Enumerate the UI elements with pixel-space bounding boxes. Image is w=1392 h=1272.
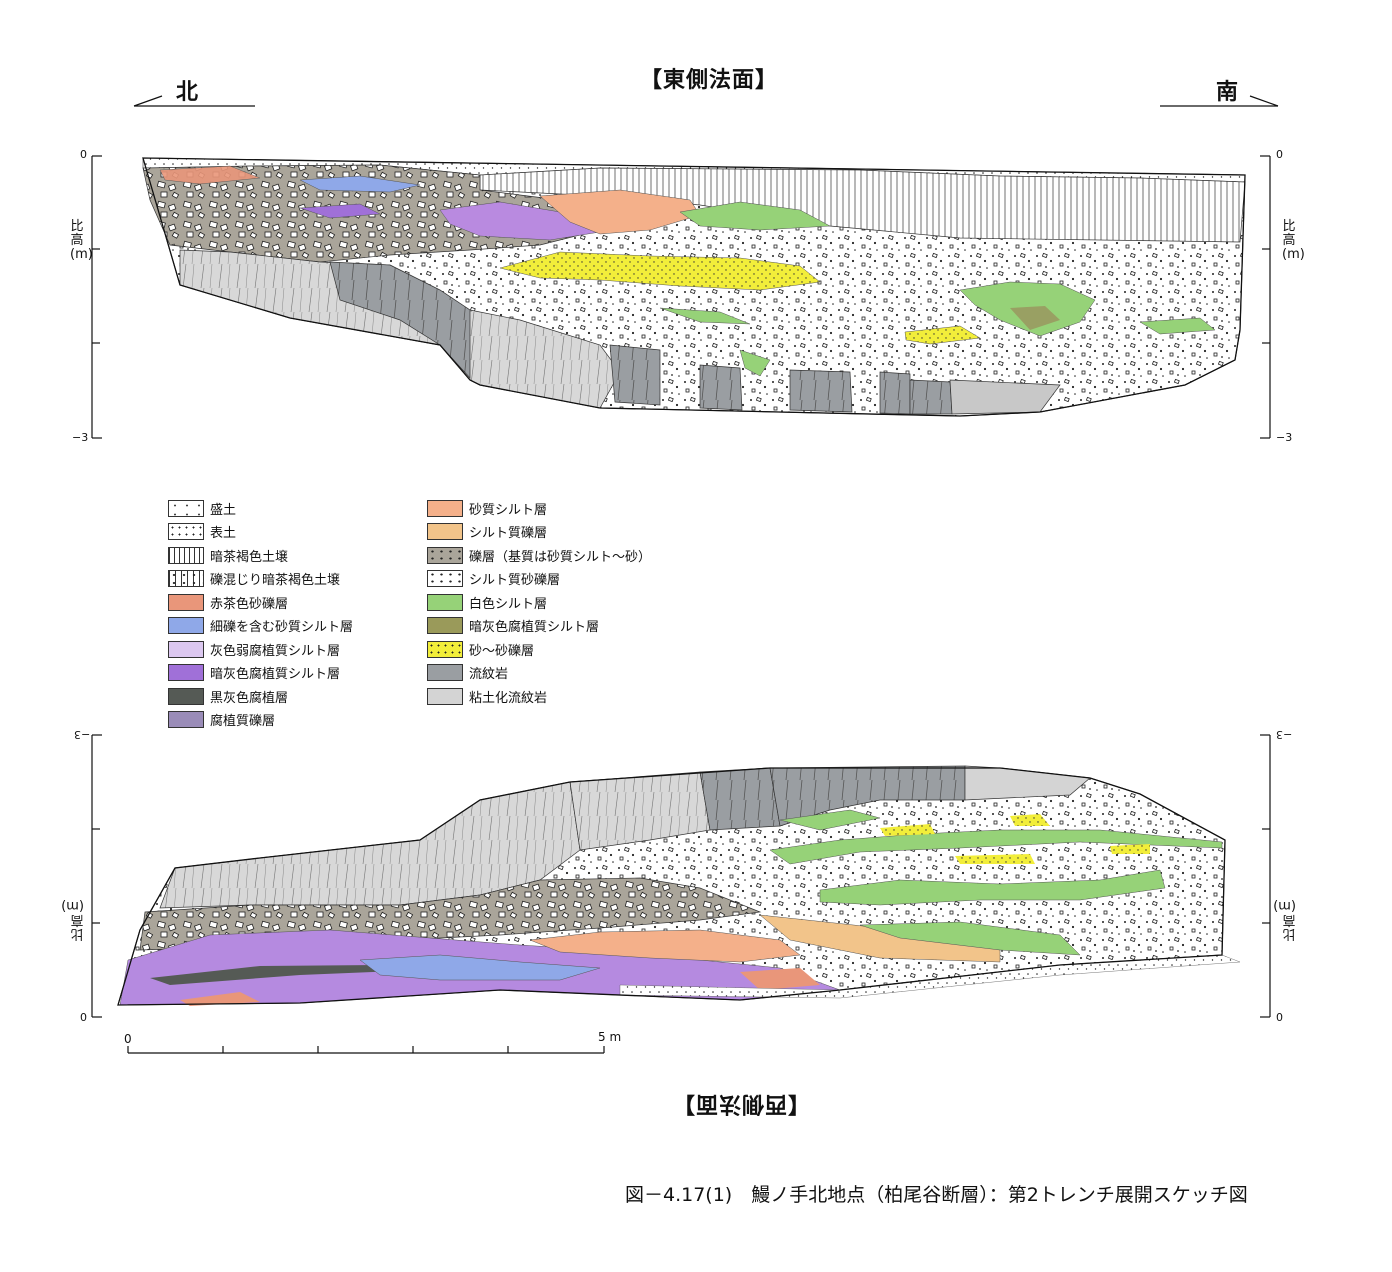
scale-label-end: 5 m [598,1030,622,1044]
legend-label: 礫混じり暗茶褐色土壌 [210,573,341,588]
legend-item: 礫層（基質は砂質シルト～砂） [427,546,652,565]
legend-item: シルト質砂礫層 [427,570,560,588]
east-face-section [142,157,1246,417]
legend-item: 白色シルト層 [427,593,548,612]
legend-label: 黒灰色腐植層 [210,690,289,706]
legend-item: 灰色弱腐植質シルト層 [168,640,341,659]
legend-item: 赤茶色砂礫層 [168,593,289,612]
legend-swatch [168,711,204,728]
legend-label: 白色シルト層 [469,596,548,612]
scale-label-start: 0 [124,1032,132,1046]
legend-item: 細礫を含む砂質シルト層 [168,617,353,635]
legend-label: 灰色弱腐植質シルト層 [210,643,341,659]
legend-swatch [168,570,204,587]
east-left-tick-bottom: −3 [72,431,89,444]
legend-item: 黒灰色腐植層 [168,687,289,706]
west-right-axis-title: 比高(m) [1273,898,1296,941]
legend-item: 砂～砂礫層 [427,640,535,659]
legend-label: シルト質礫層 [469,526,548,541]
legend-item: 暗茶褐色土壌 [168,546,289,565]
legend-swatch [427,499,463,517]
west-left-tick-top: −3 [74,728,91,741]
legend-swatch [168,546,204,564]
west-left-axis-title: 比高(m) [61,898,84,941]
east-left-axis-title: 比高(m) [70,219,93,262]
west-face-section [117,765,1241,1006]
legend-swatch [427,523,463,540]
west-right-axis [1260,734,1271,1018]
east-right-tick-top: 0 [1276,148,1283,161]
legend-item: 流紋岩 [427,664,508,682]
legend-item: 腐植質礫層 [168,711,275,729]
legend-label: 細礫を含む砂質シルト層 [210,620,354,635]
legend-label: 表土 [210,526,237,541]
legend-swatch [168,640,204,658]
legend-item: 表土 [168,523,236,541]
legend-label: 砂～砂礫層 [469,643,535,659]
legend-label: 暗灰色腐植質シルト層 [469,620,600,635]
legend-swatch [427,570,463,587]
figure-caption: 図－4.17(1) 鰻ノ手北地点（柏尾谷断層）：第2トレンチ展開スケッチ図 [625,1184,1248,1206]
legend-item: シルト質礫層 [427,523,547,541]
legend-label: 礫層（基質は砂質シルト～砂） [469,549,652,565]
east-left-tick-top: 0 [80,148,87,161]
legend-item: 粘土化流紋岩 [427,687,548,706]
scale-bar [127,1046,605,1054]
legend-label: 暗灰色腐植質シルト層 [210,667,341,682]
legend-swatch [168,664,204,681]
legend-swatch [168,593,204,611]
west-left-tick-bottom: 0 [80,1010,87,1023]
east-right-tick-bottom: −3 [1276,431,1293,444]
legend-label: 盛土 [210,502,237,518]
legend-item: 礫混じり暗茶褐色土壌 [168,570,340,588]
east-left-axis [91,155,102,439]
legend-label: 赤茶色砂礫層 [210,596,289,612]
west-right-tick-top: −3 [1276,728,1293,741]
legend-swatch [427,617,463,634]
legend-label: 粘土化流紋岩 [469,690,548,706]
direction-arrows [133,95,1279,107]
legend-item: 砂質シルト層 [427,499,548,518]
west-right-tick-bottom: 0 [1276,1010,1283,1023]
legend-label: 暗茶褐色土壌 [210,549,289,565]
east-right-axis-title: 比高(m) [1282,219,1305,262]
legend-label: シルト質砂礫層 [469,573,561,588]
legend-swatch [427,687,463,705]
west-left-axis [91,734,102,1018]
legend-item: 暗灰色腐植質シルト層 [168,664,340,682]
legend-swatch [427,546,463,564]
legend-swatch [168,617,204,634]
legend-label: 砂質シルト層 [469,502,548,518]
east-face-title: 【東側法面】 [640,68,779,93]
legend-swatch [168,523,204,540]
north-label: 北 [176,80,199,105]
legend-label: 腐植質礫層 [210,714,276,729]
south-label: 南 [1216,80,1239,105]
legend-label: 流紋岩 [469,667,509,682]
legend-item: 盛土 [168,499,237,518]
legend-item: 暗灰色腐植質シルト層 [427,617,599,635]
east-right-axis [1260,155,1271,439]
legend-swatch [168,499,204,517]
legend-swatch [427,664,463,681]
legend-swatch [168,687,204,705]
legend-swatch [427,640,463,658]
legend-swatch [427,593,463,611]
